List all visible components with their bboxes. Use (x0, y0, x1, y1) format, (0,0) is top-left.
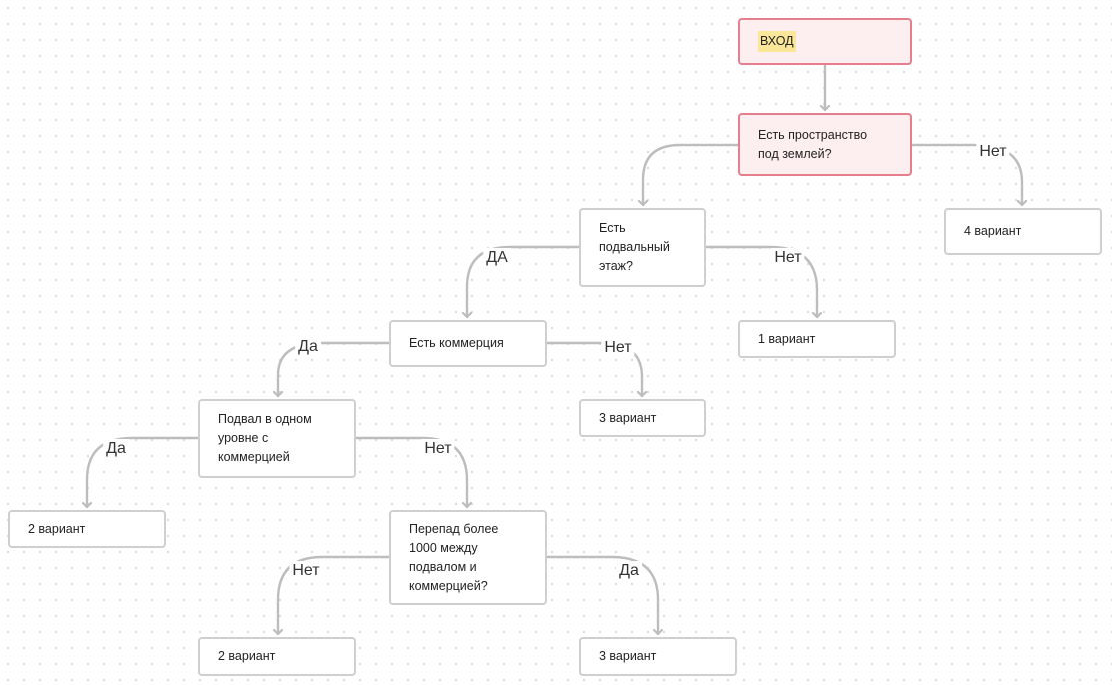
node-label: 4 вариант (964, 224, 1022, 238)
node-same-level-question[interactable]: Подвал в одном уровне с коммерцией (198, 399, 356, 478)
node-label: 3 вариант (599, 410, 657, 425)
edge-label-same-level-no: Нет (421, 439, 455, 459)
connector-samelevel-to-variant2a[interactable] (87, 436, 200, 509)
node-variant-4[interactable]: 4 вариант (944, 208, 1102, 255)
edge-label-commerce-no: Нет (601, 338, 635, 358)
node-label: Есть подвальный этаж? (599, 221, 670, 273)
node-variant-2-left[interactable]: 2 вариант (8, 510, 166, 548)
connector-basement-to-commerce[interactable] (467, 245, 581, 319)
edge-label-basement-yes: ДА (483, 248, 511, 268)
node-drop-question[interactable]: Перепад более 1000 между подвалом и комм… (389, 510, 547, 605)
edge-label-basement-no: Нет (771, 248, 805, 268)
edge-label-commerce-yes: Да (295, 337, 321, 357)
node-underground-question[interactable]: Есть пространство под землей? (738, 113, 912, 176)
node-variant-1[interactable]: 1 вариант (738, 320, 896, 358)
edge-label-drop-no: Нет (289, 561, 323, 581)
node-label: Подвал в одном уровне с коммерцией (218, 412, 312, 464)
connector-drop-to-variant2b[interactable] (278, 555, 391, 636)
node-label: ВХОД (758, 31, 796, 52)
connector-basement-to-variant1[interactable] (704, 245, 817, 319)
node-label: Есть коммерция (409, 336, 504, 350)
connector-drop-to-variant3b[interactable] (545, 555, 658, 636)
connector-underground-to-basement[interactable] (643, 143, 740, 207)
edge-label-underground-no: Нет (976, 142, 1010, 162)
node-basement-question[interactable]: Есть подвальный этаж? (579, 208, 706, 287)
node-label: 1 вариант (758, 331, 816, 346)
connector-samelevel-to-drop[interactable] (354, 436, 467, 509)
node-label: 2 вариант (28, 521, 86, 536)
node-variant-3-upper[interactable]: 3 вариант (579, 399, 706, 437)
node-label: Перепад более 1000 между подвалом и комм… (409, 521, 499, 593)
node-start[interactable]: ВХОД (738, 18, 912, 65)
node-label: Есть пространство под землей? (758, 127, 868, 161)
node-variant-3-bottom[interactable]: 3 вариант (579, 637, 737, 676)
node-label: 2 вариант (218, 649, 276, 663)
node-label: 3 вариант (599, 649, 657, 663)
node-commerce-question[interactable]: Есть коммерция (389, 320, 547, 367)
edge-label-same-level-yes: Да (103, 439, 129, 459)
node-variant-2-bottom[interactable]: 2 вариант (198, 637, 356, 676)
edge-label-drop-yes: Да (616, 561, 642, 581)
